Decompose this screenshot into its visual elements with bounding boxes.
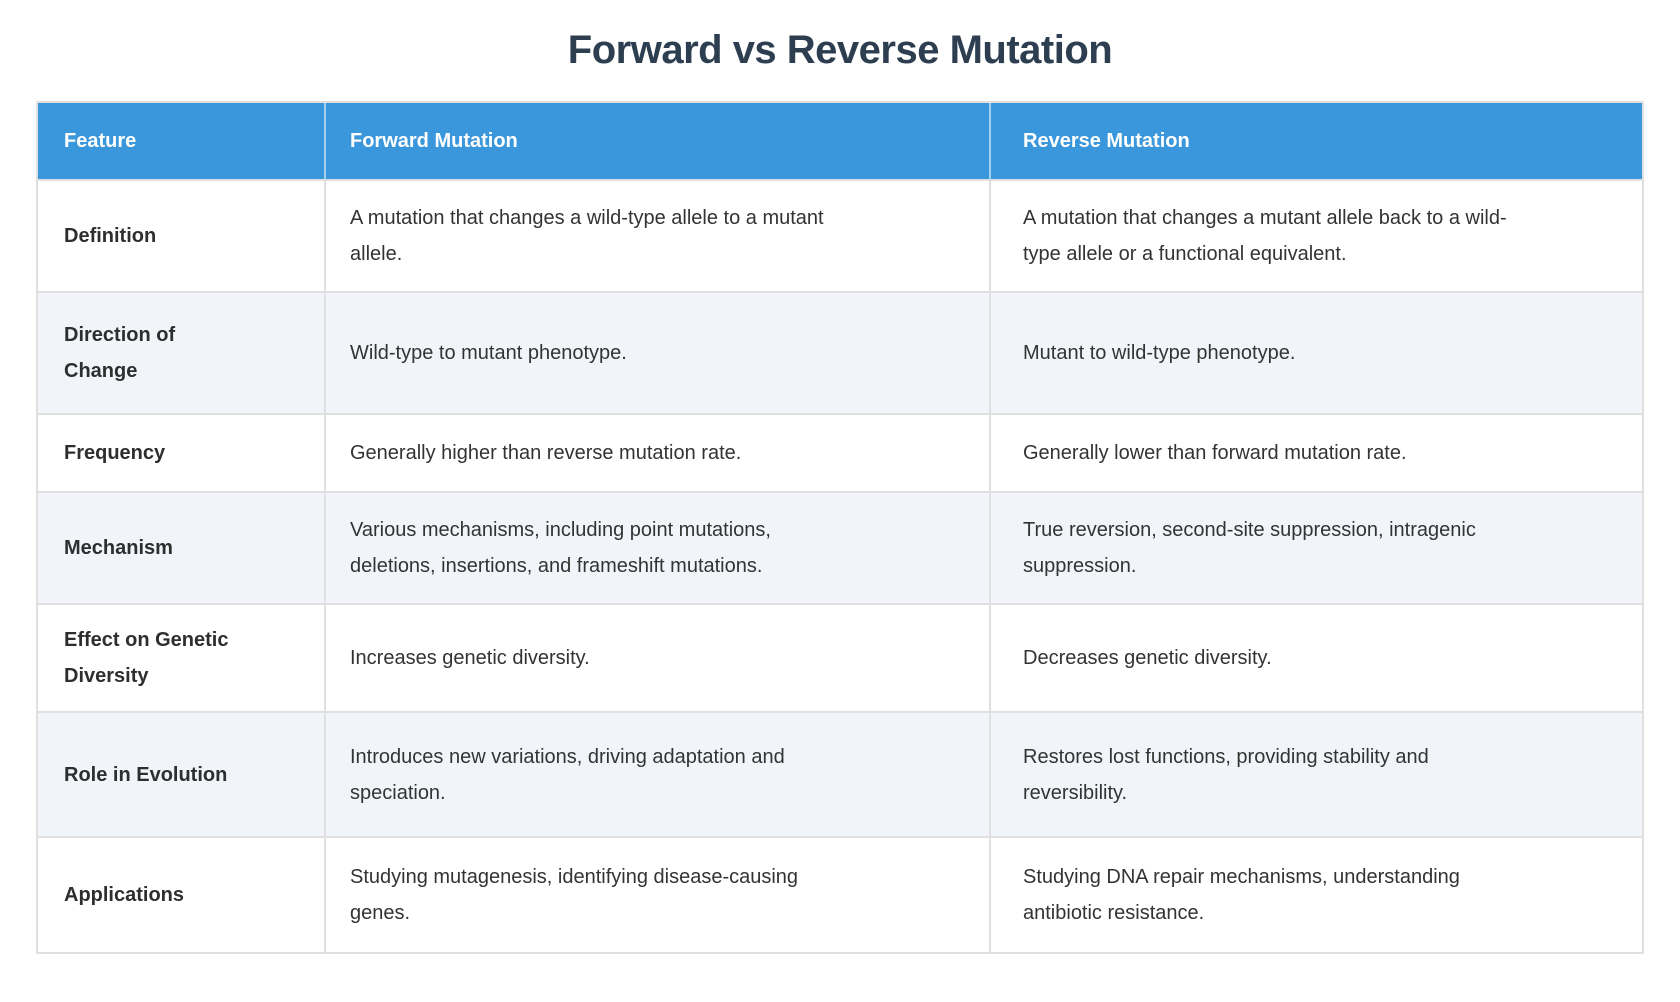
feature-cell: Role in Evolution xyxy=(38,713,326,838)
table-body: Definition A mutation that changes a wil… xyxy=(38,181,1642,952)
forward-mutation-cell: Various mechanisms, including point muta… xyxy=(326,493,991,605)
feature-cell: Applications xyxy=(38,838,326,952)
reverse-mutation-cell: A mutation that changes a mutant allele … xyxy=(991,181,1642,293)
reverse-mutation-cell: Generally lower than forward mutation ra… xyxy=(991,415,1642,493)
feature-label: Role in Evolution xyxy=(64,763,228,786)
reverse-mutation-text: A mutation that changes a mutant allele … xyxy=(1023,207,1507,265)
forward-mutation-cell: Studying mutagenesis, identifying diseas… xyxy=(326,838,991,952)
reverse-mutation-text: Decreases genetic diversity. xyxy=(1023,647,1272,669)
forward-mutation-text: Generally higher than reverse mutation r… xyxy=(350,442,742,464)
feature-label: Mechanism xyxy=(64,537,173,559)
forward-mutation-text: Introduces new variations, driving adapt… xyxy=(350,745,785,804)
table-row-effect-on-genetic-diversity: Effect on Genetic Diversity Increases ge… xyxy=(38,605,1642,713)
reverse-mutation-text: Restores lost functions, providing stabi… xyxy=(1023,745,1429,804)
forward-mutation-cell: Introduces new variations, driving adapt… xyxy=(326,713,991,838)
table-row-mechanism: Mechanism Various mechanisms, including … xyxy=(38,493,1642,605)
table-header: Feature Forward Mutation Reverse Mutatio… xyxy=(38,103,1642,181)
forward-mutation-cell: Increases genetic diversity. xyxy=(326,605,991,713)
reverse-mutation-text: Studying DNA repair mechanisms, understa… xyxy=(1023,866,1460,924)
reverse-mutation-cell: Restores lost functions, providing stabi… xyxy=(991,713,1642,838)
feature-label: Effect on Genetic Diversity xyxy=(64,629,229,687)
reverse-mutation-text: Mutant to wild-type phenotype. xyxy=(1023,342,1296,364)
table-row-frequency: Frequency Generally higher than reverse … xyxy=(38,415,1642,493)
reverse-mutation-cell: Studying DNA repair mechanisms, understa… xyxy=(991,838,1642,952)
feature-cell: Frequency xyxy=(38,415,326,493)
forward-mutation-text: Various mechanisms, including point muta… xyxy=(350,519,771,577)
forward-mutation-cell: Generally higher than reverse mutation r… xyxy=(326,415,991,493)
reverse-mutation-cell: Decreases genetic diversity. xyxy=(991,605,1642,713)
table-row-role-in-evolution: Role in Evolution Introduces new variati… xyxy=(38,713,1642,838)
feature-label: Applications xyxy=(64,884,185,906)
table-row-direction-of-change: Direction of Change Wild-type to mutant … xyxy=(38,293,1642,415)
forward-mutation-text: Increases genetic diversity. xyxy=(350,647,590,669)
forward-mutation-cell: A mutation that changes a wild-type alle… xyxy=(326,181,991,293)
table-row-applications: Applications Studying mutagenesis, ident… xyxy=(38,838,1642,952)
feature-cell: Mechanism xyxy=(38,493,326,605)
forward-mutation-text: A mutation that changes a wild-type alle… xyxy=(350,207,824,265)
reverse-mutation-cell: Mutant to wild-type phenotype. xyxy=(991,293,1642,415)
column-header-forward-mutation: Forward Mutation xyxy=(326,103,991,181)
forward-mutation-text: Wild-type to mutant phenotype. xyxy=(350,342,627,364)
feature-label: Direction of Change xyxy=(64,324,176,382)
feature-cell: Definition xyxy=(38,181,326,293)
reverse-mutation-cell: True reversion, second-site suppression,… xyxy=(991,493,1642,605)
forward-mutation-cell: Wild-type to mutant phenotype. xyxy=(326,293,991,415)
table-row-definition: Definition A mutation that changes a wil… xyxy=(38,181,1642,293)
reverse-mutation-text: Generally lower than forward mutation ra… xyxy=(1023,442,1407,464)
feature-cell: Direction of Change xyxy=(38,293,326,415)
reverse-mutation-text: True reversion, second-site suppression,… xyxy=(1023,519,1476,577)
column-header-reverse-mutation: Reverse Mutation xyxy=(991,103,1642,181)
feature-cell: Effect on Genetic Diversity xyxy=(38,605,326,713)
column-header-feature: Feature xyxy=(38,103,326,181)
page-title: Forward vs Reverse Mutation xyxy=(567,28,1113,72)
comparison-table: Feature Forward Mutation Reverse Mutatio… xyxy=(36,101,1644,954)
header-row: Feature Forward Mutation Reverse Mutatio… xyxy=(38,103,1642,181)
feature-label: Definition xyxy=(64,225,157,247)
forward-mutation-text: Studying mutagenesis, identifying diseas… xyxy=(350,866,799,924)
feature-label: Frequency xyxy=(64,442,166,464)
